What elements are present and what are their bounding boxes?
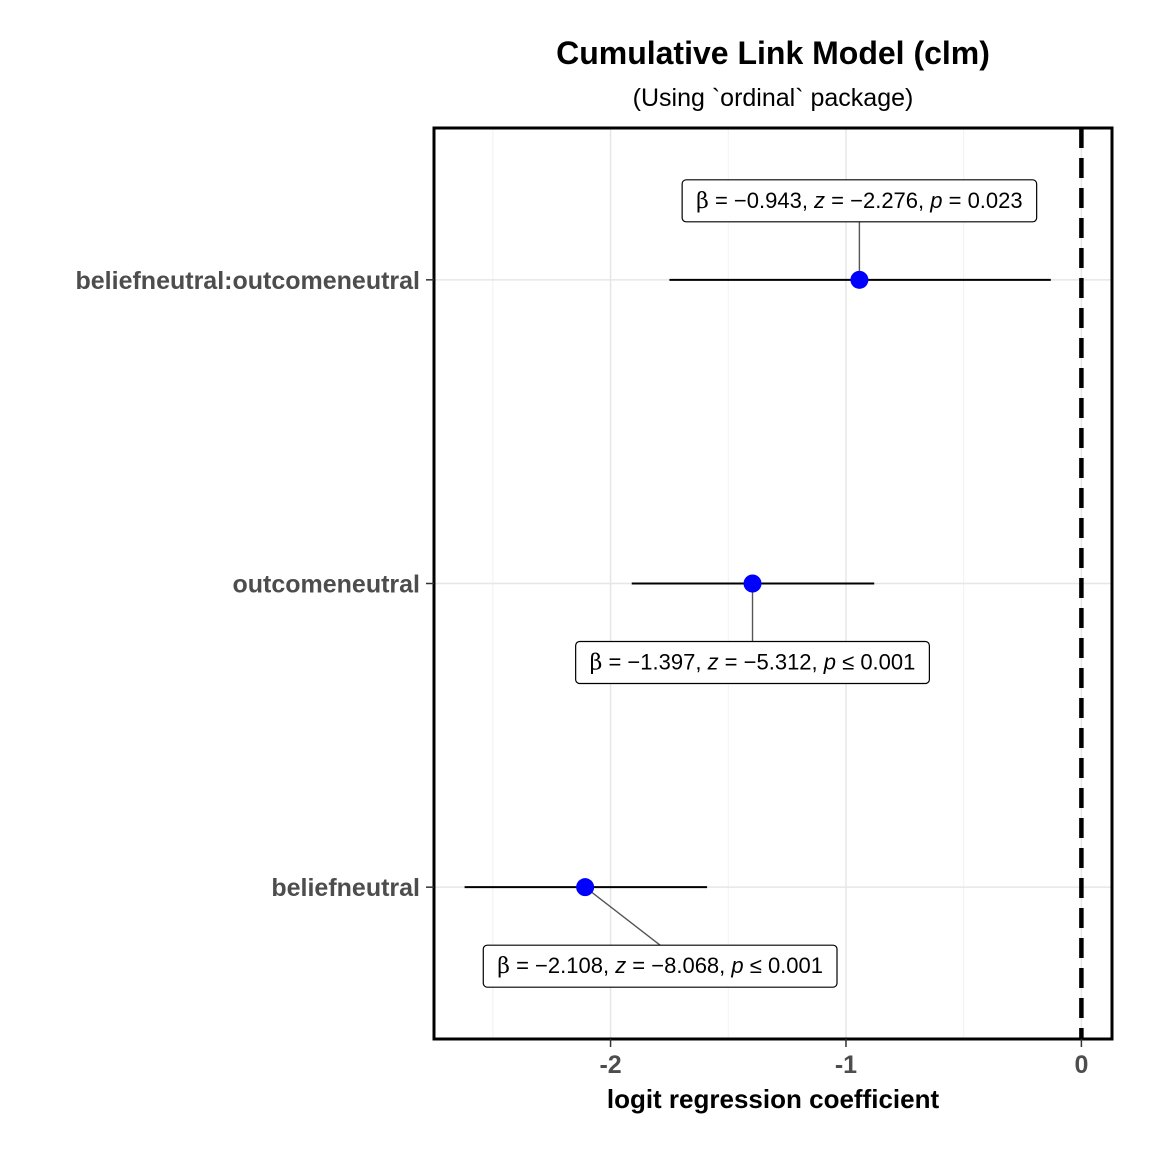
x-tick-label-1: -1	[835, 1051, 857, 1079]
point-beliefneutral:outcomeneutral	[850, 270, 869, 289]
y-tick-label-0: beliefneutral:outcomeneutral	[76, 267, 421, 295]
stat-label-box-beliefneutral:outcomeneutral	[681, 179, 1038, 223]
chart-title: Cumulative Link Model (clm)	[556, 35, 990, 71]
stat-label-beliefneutral: β = −2.108, z = −8.068, p ≤ 0.001	[497, 953, 823, 979]
point-outcomeneutral	[743, 574, 762, 593]
y-tick-label-1: outcomeneutral	[232, 571, 420, 599]
stat-labels: β = −0.943, z = −2.276, p = 0.023 β = −1.…	[482, 179, 1038, 988]
chart-subtitle: (Using `ordinal` package)	[633, 84, 914, 112]
point-beliefneutral	[576, 878, 595, 897]
connector-beliefneutral	[584, 886, 661, 946]
x-tick-label-2: 0	[1074, 1051, 1088, 1079]
y-axis: beliefneutral:outcomeneutral outcomeneutr…	[76, 267, 434, 902]
stat-label-beliefneutral:outcomeneutral: β = −0.943, z = −2.276, p = 0.023	[696, 188, 1023, 214]
x-axis: -2 -1 0	[599, 1039, 1088, 1079]
stat-label-box-outcomeneutral	[575, 640, 930, 685]
y-tick-label-2: beliefneutral	[271, 874, 420, 902]
estimate-points	[576, 270, 869, 897]
stat-label-box-beliefneutral	[482, 944, 838, 988]
x-tick-label-0: -2	[599, 1051, 621, 1079]
stat-label-outcomeneutral: β = −1.397, z = −5.312, p ≤ 0.001	[590, 650, 916, 676]
x-axis-label: logit regression coefficient	[607, 1084, 940, 1114]
label-connectors	[584, 221, 861, 946]
